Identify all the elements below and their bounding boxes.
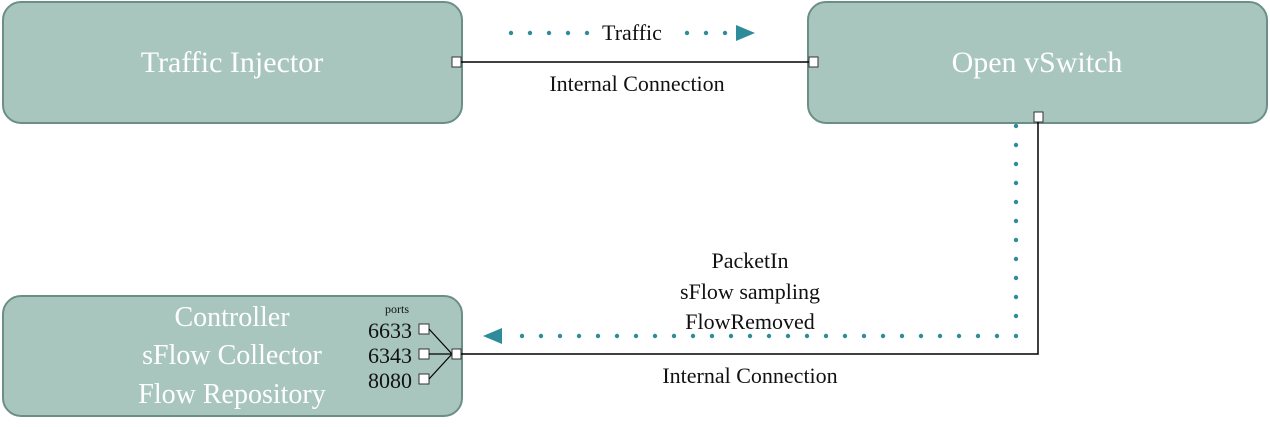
controller-right-port [451,348,462,360]
control-flow-dot [918,333,924,339]
internal-connection-top: Internal Connection [461,61,809,96]
open-vswitch-node[interactable]: Open vSwitch [807,1,1268,124]
control-arrowhead-icon [483,328,502,344]
controller-label-line-1: Controller [174,302,290,333]
control-flow-dot [956,333,962,339]
control-flow-arrow: PacketIn sFlow sampling FlowRemoved [483,123,1019,344]
port-6343[interactable] [418,348,430,360]
traffic-injector-node[interactable]: Traffic Injector [2,1,463,124]
control-flow-dot [766,333,772,339]
port-6343-label: 6343 [368,343,412,368]
control-flow-dot [576,333,582,339]
control-flow-dot [1013,142,1019,148]
control-flow-dot [1013,256,1019,262]
control-flow-dot [842,333,848,339]
controller-node[interactable]: Controller sFlow Collector Flow Reposito… [2,295,463,417]
control-flow-dot [1013,123,1019,129]
control-flow-dot [861,333,867,339]
control-flow-dot [633,333,639,339]
traffic-injector-label: Traffic Injector [141,46,323,79]
control-flow-dot [823,333,829,339]
control-flow-dot [804,333,810,339]
control-flow-dot [1013,237,1019,243]
control-flow-dot [690,333,696,339]
control-flow-dot [747,333,753,339]
port-8080[interactable] [418,373,430,385]
internal-connection-top-label: Internal Connection [549,71,724,96]
control-flow-label-1: PacketIn [712,248,789,273]
control-flow-dot [614,333,620,339]
control-flow-dot [880,333,886,339]
control-flow-dot [709,333,715,339]
control-flow-dot [937,333,943,339]
control-flow-dot [595,333,601,339]
control-flow-dot [1013,313,1019,319]
control-flow-dot [728,333,734,339]
port-fan-lines [428,328,453,380]
open-vswitch-left-port [808,56,819,68]
control-flow-dot [519,333,525,339]
internal-connection-bottom-label: Internal Connection [662,363,837,388]
control-flow-dot [1013,199,1019,205]
control-flow-dot [899,333,905,339]
port-6633-label: 6633 [368,318,412,343]
control-flow-dot [1013,333,1019,339]
internal-connection-bottom: Internal Connection [461,122,1039,388]
control-flow-dot [1013,218,1019,224]
control-flow-dot [975,333,981,339]
traffic-arrowhead-icon [736,25,755,41]
control-flow-dot [994,333,1000,339]
control-flow-dot [557,333,563,339]
control-flow-label-3: FlowRemoved [685,309,815,334]
control-flow-dot [538,333,544,339]
control-flow-dot [1013,294,1019,300]
port-6633[interactable] [418,323,430,335]
traffic-flow-arrow: Traffic [508,20,755,45]
control-flow-dot [1013,161,1019,167]
control-flow-dot [1013,180,1019,186]
ports-caption: ports [385,302,409,316]
control-flow-dot [1013,275,1019,281]
controller-box [2,295,463,417]
traffic-flow-label: Traffic [602,20,662,45]
port-8080-label: 8080 [368,368,412,393]
control-flow-dot [652,333,658,339]
control-flow-label-2: sFlow sampling [680,279,820,304]
open-vswitch-label: Open vSwitch [952,46,1123,79]
control-flow-dot [671,333,677,339]
controller-label-line-3: Flow Repository [138,379,325,410]
open-vswitch-bottom-port [1033,111,1044,123]
control-flow-dot [785,333,791,339]
traffic-injector-port [451,56,462,68]
controller-label-line-2: sFlow Collector [142,340,322,371]
